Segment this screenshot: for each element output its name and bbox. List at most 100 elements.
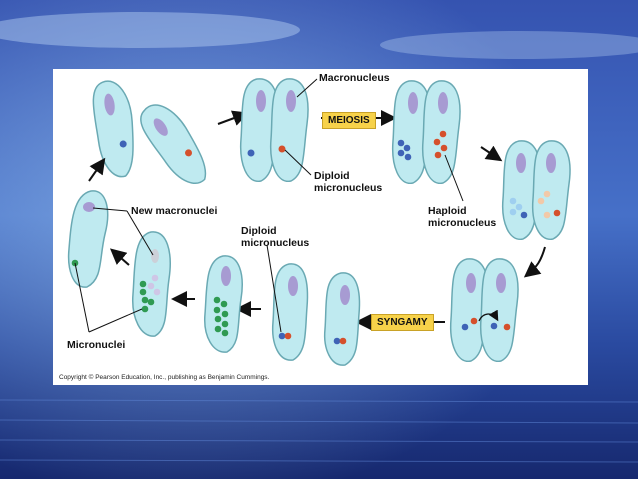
micronucleus: [141, 305, 149, 313]
macronucleus: [221, 266, 231, 286]
paramecium-cell: [140, 104, 207, 184]
macronucleus: [466, 273, 476, 293]
micronucleus: [461, 323, 469, 331]
pointer-line: [444, 154, 464, 202]
stage-8-new-macronuclei: [132, 231, 171, 337]
label-diploid-micronucleus-top: Diploid micronucleus: [314, 170, 383, 194]
micronucleus: [553, 209, 561, 217]
micronucleus: [509, 208, 517, 216]
syngamy-box: SYNGAMY: [371, 314, 434, 331]
pointer-line: [92, 207, 128, 212]
paramecium-cell: [67, 190, 109, 288]
paramecium-cell: [92, 80, 134, 178]
macronucleus: [340, 285, 350, 305]
label-micronuclei: Micronuclei: [67, 339, 126, 351]
micronucleus: [433, 138, 441, 146]
micronucleus: [470, 317, 478, 325]
macronucleus: [516, 153, 526, 173]
paramecium-cell: [479, 258, 519, 362]
micronucleus: [397, 149, 405, 157]
micronucleus: [220, 300, 228, 308]
micronucleus: [153, 288, 161, 296]
pointer-line: [88, 308, 143, 333]
paramecium-cell: [323, 272, 361, 366]
micronucleus: [509, 197, 517, 205]
micronucleus: [214, 315, 222, 323]
micronucleus: [278, 332, 286, 340]
label-new-macronuclei: New macronuclei: [131, 205, 218, 217]
pointer-line: [284, 149, 312, 176]
stage-4-haploid: [501, 140, 571, 240]
micronucleus: [520, 211, 528, 219]
micronucleus: [339, 337, 347, 345]
stage-arrow: [88, 157, 106, 182]
stage-6-diploid: [266, 244, 361, 366]
label-macronucleus: Macronucleus: [319, 72, 390, 84]
micronucleus: [139, 280, 147, 288]
micronucleus: [537, 197, 545, 205]
macronucleus: [438, 92, 448, 114]
micronucleus: [333, 337, 341, 345]
stage-arrow: [109, 248, 130, 266]
macronucleus: [286, 90, 296, 112]
macronucleus: [83, 202, 95, 212]
macronucleus: [496, 273, 506, 293]
micronucleus: [221, 320, 229, 328]
macronucleus: [153, 118, 168, 136]
micronucleus: [151, 274, 159, 282]
micronucleus: [439, 130, 447, 138]
micronucleus: [147, 282, 155, 290]
micronucleus: [515, 203, 523, 211]
micronucleus: [490, 322, 498, 330]
micronucleus: [221, 310, 229, 318]
micronucleus: [119, 140, 127, 148]
micronucleus: [247, 149, 255, 157]
micronucleus: [139, 288, 147, 296]
conjugation-diagram: [67, 78, 571, 366]
pointer-line: [266, 244, 282, 333]
macronucleus: [151, 249, 159, 263]
micronucleus: [503, 323, 511, 331]
stage-arrow: [480, 145, 503, 162]
stage-9-daughter-cell: [67, 190, 109, 288]
micronucleus: [397, 139, 405, 147]
paramecium-conjugation-figure: Macronucleus MEIOSIS Diploid micronucleu…: [53, 69, 588, 385]
paramecium-cell: [531, 140, 571, 240]
stage-2-conjugating-pair: [239, 78, 318, 182]
meiosis-box: MEIOSIS: [322, 112, 376, 129]
micronucleus: [278, 145, 286, 153]
macronucleus: [408, 92, 418, 114]
micronucleus: [214, 325, 222, 333]
macronucleus: [288, 276, 298, 296]
stage-5-exchange: [449, 258, 519, 362]
macronucleus: [546, 153, 556, 173]
micronucleus: [404, 153, 412, 161]
micronucleus: [543, 190, 551, 198]
copyright-text: Copyright © Pearson Education, Inc., pub…: [59, 374, 270, 381]
pointer-line: [74, 262, 90, 333]
pointer-line: [126, 210, 154, 256]
exchange-arrow: [478, 309, 499, 322]
macronucleus: [104, 93, 115, 116]
micronucleus: [440, 144, 448, 152]
stage-1-separate-cells: [92, 80, 207, 184]
paramecium-cell: [269, 78, 309, 182]
label-haploid-micronucleus: Haploid micronucleus: [428, 205, 497, 229]
micronucleus: [213, 306, 221, 314]
micronucleus: [141, 296, 149, 304]
pointer-line: [296, 78, 318, 98]
micronucleus: [284, 332, 292, 340]
micronucleus: [403, 144, 411, 152]
stage-arrow: [523, 246, 546, 278]
micronucleus: [543, 211, 551, 219]
micronucleus: [185, 149, 193, 157]
stage-7-mitosis: [204, 255, 243, 353]
micronucleus: [213, 296, 221, 304]
stage-arrow: [217, 110, 249, 126]
stage-3-meiosis: [391, 80, 464, 202]
micronucleus: [221, 329, 229, 337]
label-diploid-micronucleus-bottom: Diploid micronucleus: [241, 225, 310, 249]
macronucleus: [256, 90, 266, 112]
micronucleus: [434, 151, 442, 159]
micronucleus: [147, 298, 155, 306]
